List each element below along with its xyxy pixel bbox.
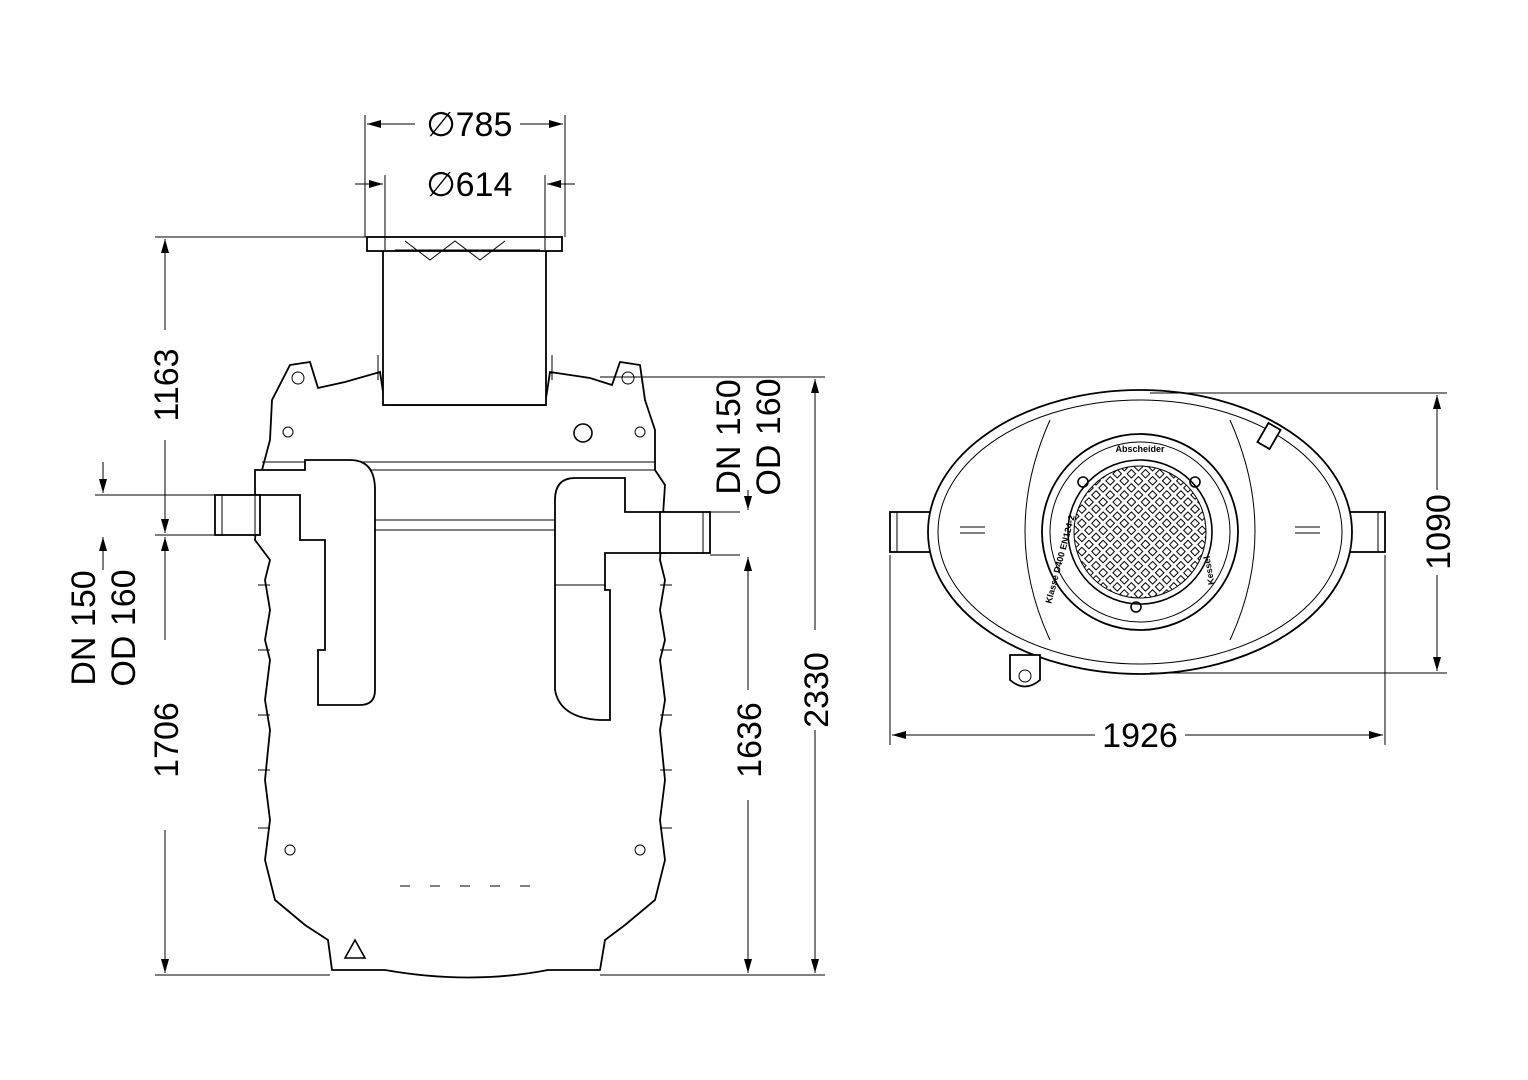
svg-text:∅: ∅ bbox=[426, 106, 456, 144]
svg-text:614: 614 bbox=[456, 166, 513, 204]
dim-1706: 1706 bbox=[148, 702, 186, 778]
inlet-od-label: OD 160 bbox=[105, 569, 143, 686]
dim-1163: 1163 bbox=[148, 348, 186, 421]
dimension-lines bbox=[95, 115, 825, 976]
dim-2330: 2330 bbox=[798, 652, 836, 728]
diameter-614-label: ∅ 614 bbox=[426, 166, 512, 204]
top-dimension-lines bbox=[889, 392, 1447, 745]
inlet-dn-label: DN 150 bbox=[65, 570, 103, 685]
service-port bbox=[1009, 654, 1041, 688]
diameter-785-label: ∅ 785 bbox=[426, 106, 512, 144]
shaft bbox=[366, 236, 563, 406]
dim-1090: 1090 bbox=[1420, 494, 1458, 570]
top-view: Abscheider Klasse D400 EN124-2 Kessel 19… bbox=[889, 389, 1458, 755]
lifting-eye bbox=[621, 371, 635, 385]
svg-text:∅: ∅ bbox=[426, 166, 456, 204]
inlet-pipe bbox=[214, 459, 376, 706]
drain-eye bbox=[343, 938, 367, 959]
shaft-cover-frame bbox=[366, 236, 563, 252]
cover-grate bbox=[1074, 466, 1206, 598]
outlet-dn-label: DN 150 bbox=[710, 379, 748, 494]
sensor-port bbox=[573, 423, 593, 443]
manhole-cover: Abscheider Klasse D400 EN124-2 Kessel bbox=[1041, 433, 1239, 631]
dim-1636: 1636 bbox=[731, 702, 769, 778]
cover-text-abscheider: Abscheider bbox=[1115, 444, 1165, 454]
cover-text-brand: Kessel bbox=[1202, 555, 1217, 585]
outlet-pipe bbox=[375, 477, 711, 721]
side-view: ∅ 785 ∅ 614 1163 1706 1636 2330 DN 150 O… bbox=[65, 106, 836, 979]
lifting-eye bbox=[291, 371, 305, 385]
dim-1926: 1926 bbox=[1102, 717, 1178, 755]
outlet-od-label: OD 160 bbox=[750, 378, 788, 495]
svg-text:785: 785 bbox=[456, 106, 513, 144]
